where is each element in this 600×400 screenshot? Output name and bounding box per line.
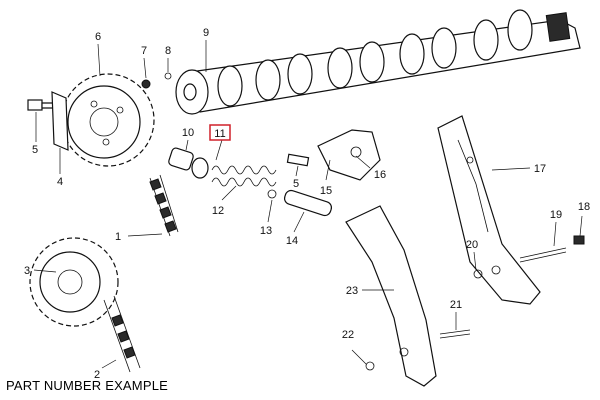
tensioner-bracket bbox=[286, 129, 381, 181]
lower-timing-chain bbox=[103, 295, 141, 373]
caption: PART NUMBER EXAMPLE bbox=[6, 378, 169, 393]
upper-camshaft-sprocket bbox=[61, 73, 155, 167]
callout-2: 2 bbox=[94, 369, 100, 381]
rail-bolts bbox=[365, 329, 471, 371]
callout-16: 16 bbox=[374, 169, 386, 181]
callout-leader-lines bbox=[33, 40, 583, 369]
crankshaft-sprocket bbox=[29, 237, 119, 327]
callout-4: 4 bbox=[57, 176, 63, 188]
callout-11: 11 bbox=[214, 128, 225, 140]
callout-labels: 1 2 3 4 5 5 6 7 8 9 10 11 12 13 14 15 16… bbox=[24, 27, 590, 381]
callout-21: 21 bbox=[450, 299, 462, 311]
tensioner-rail bbox=[345, 205, 437, 387]
callout-17: 17 bbox=[534, 163, 546, 175]
callout-6: 6 bbox=[95, 31, 101, 43]
bolt-and-bracket bbox=[27, 91, 69, 151]
callout-9: 9 bbox=[203, 27, 209, 39]
camshaft bbox=[175, 9, 581, 115]
callout-13: 13 bbox=[260, 225, 272, 237]
callout-5b: 5 bbox=[293, 178, 299, 190]
callout-20: 20 bbox=[466, 239, 478, 251]
callout-22: 22 bbox=[342, 329, 354, 341]
callout-7: 7 bbox=[141, 45, 147, 57]
callout-5a: 5 bbox=[32, 144, 38, 156]
callout-1: 1 bbox=[115, 231, 121, 243]
callout-14: 14 bbox=[286, 235, 298, 247]
callout-15: 15 bbox=[320, 185, 332, 197]
camshaft-small-parts bbox=[141, 72, 172, 89]
callout-23: 23 bbox=[346, 285, 358, 297]
callout-18: 18 bbox=[578, 201, 590, 213]
guide-rail-bolts bbox=[473, 235, 585, 279]
callout-19: 19 bbox=[550, 209, 562, 221]
callout-3: 3 bbox=[24, 265, 30, 277]
upper-timing-chain bbox=[149, 174, 179, 237]
chain-guide-rail bbox=[437, 115, 541, 305]
chain-tensioner-assembly bbox=[168, 147, 333, 217]
highlight-box-11 bbox=[209, 124, 231, 141]
callout-12: 12 bbox=[212, 205, 224, 217]
callout-8: 8 bbox=[165, 45, 171, 57]
callout-10: 10 bbox=[182, 127, 194, 139]
